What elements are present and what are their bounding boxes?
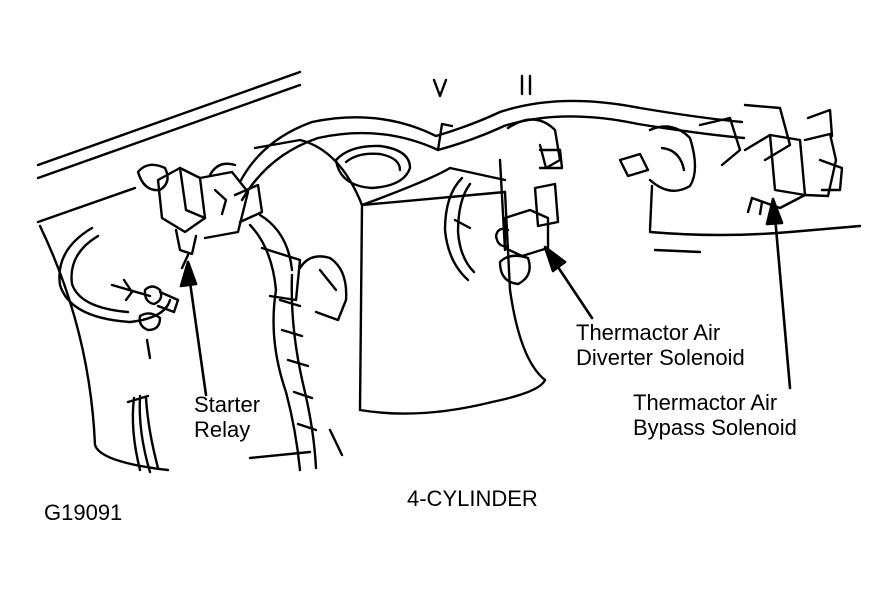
diverter-solenoid-assembly (443, 118, 564, 286)
vacuum-hose-loop (58, 226, 172, 324)
reservoir-box (253, 138, 547, 457)
bypass-solenoid-label-line-1: Thermactor Air (633, 390, 778, 415)
starter-relay-arrowhead (179, 260, 198, 288)
leader-arrows (179, 197, 792, 397)
bypass-solenoid-label-line-2: Bypass Solenoid (633, 415, 797, 440)
top-marks (432, 74, 532, 98)
starter-relay-assembly (136, 162, 264, 270)
diverter-solenoid-label-line-1: Thermactor Air (576, 320, 721, 345)
figure-code: G19091 (44, 500, 123, 525)
connectors-left (110, 278, 180, 360)
fender-lines (36, 70, 312, 472)
dangling-wires (126, 394, 160, 474)
bypass-solenoid-label: Thermactor Air Bypass Solenoid (633, 390, 797, 440)
bypass-solenoid-assembly (618, 103, 862, 254)
bypass-solenoid-leader (772, 203, 792, 390)
starter-relay-label-line-2: Relay (194, 417, 251, 442)
engine-variant-caption: 4-CYLINDER (407, 486, 538, 511)
starter-relay-label: Starter Relay (194, 392, 260, 442)
bypass-solenoid-arrowhead (765, 197, 784, 226)
starter-relay-leader (186, 266, 208, 397)
starter-relay-label-line-1: Starter (194, 392, 261, 417)
diverter-solenoid-arrowhead (543, 245, 567, 273)
diverter-solenoid-label-line-2: Diverter Solenoid (576, 345, 745, 370)
diverter-solenoid-label: Thermactor Air Diverter Solenoid (576, 320, 745, 370)
